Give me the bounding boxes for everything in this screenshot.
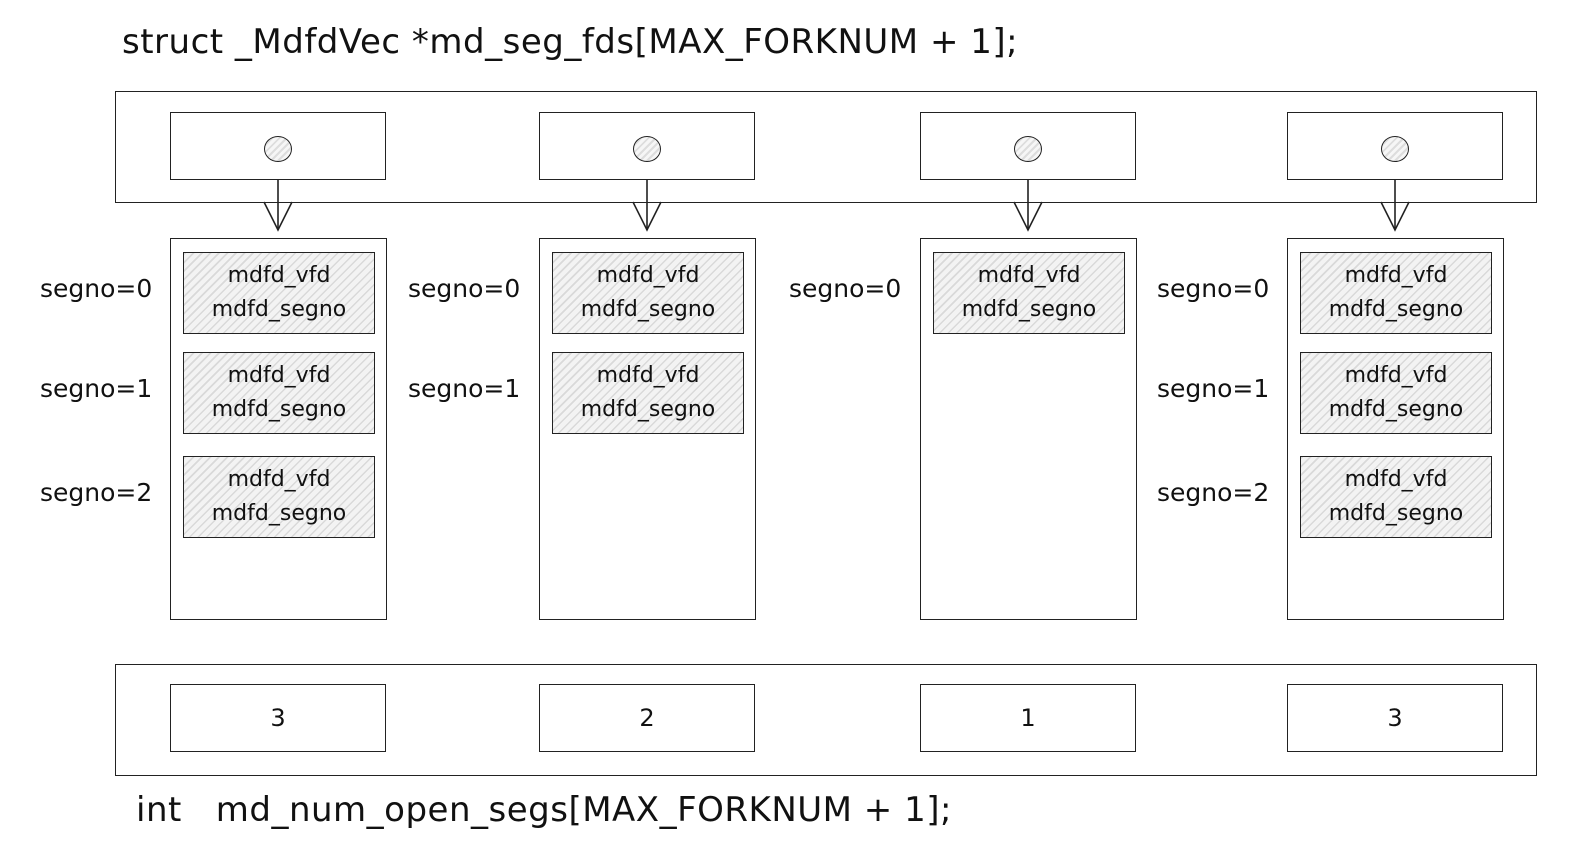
mdfd-segno-field: mdfd_segno [1328,501,1464,526]
mdfdvec-entry: mdfd_vfd mdfd_segno [552,252,744,334]
mdfd-vfd-field: mdfd_vfd [227,363,331,388]
mdfdvec-entry: mdfd_vfd mdfd_segno [1300,352,1492,434]
pointer-dot-icon [1014,136,1042,162]
mdfd-segno-field: mdfd_segno [580,297,716,322]
mdfd-segno-field: mdfd_segno [1328,297,1464,322]
segno-label: segno=0 [408,274,521,303]
num-open-segs-cell: 3 [1287,684,1503,752]
segno-label: segno=0 [40,274,153,303]
mdfdvec-entry: mdfd_vfd mdfd_segno [933,252,1125,334]
mdfdvec-entry: mdfd_vfd mdfd_segno [183,252,375,334]
mdfd-vfd-field: mdfd_vfd [977,263,1081,288]
pointer-dot-icon [1381,136,1409,162]
mdfdvec-entry: mdfd_vfd mdfd_segno [183,352,375,434]
mdfd-segno-field: mdfd_segno [211,297,347,322]
mdfd-vfd-field: mdfd_vfd [1344,467,1448,492]
mdfd-segno-field: mdfd_segno [211,397,347,422]
pointer-dot-icon [633,136,661,162]
mdfd-vfd-field: mdfd_vfd [227,467,331,492]
mdfd-vfd-field: mdfd_vfd [596,363,700,388]
mdfd-segno-field: mdfd_segno [961,297,1097,322]
mdfd-vfd-field: mdfd_vfd [1344,363,1448,388]
segno-label: segno=1 [1157,374,1270,403]
segno-label: segno=2 [1157,478,1270,507]
seg-fds-declaration: struct _MdfdVec *md_seg_fds[MAX_FORKNUM … [122,22,1019,62]
arrow-head-icon [263,201,293,232]
segno-label: segno=2 [40,478,153,507]
arrow-head-icon [632,201,662,232]
pointer-dot-icon [264,136,292,162]
mdfd-vfd-field: mdfd_vfd [227,263,331,288]
mdfdvec-entry: mdfd_vfd mdfd_segno [1300,456,1492,538]
num-open-segs-cell: 1 [920,684,1136,752]
mdfd-vfd-field: mdfd_vfd [1344,263,1448,288]
segno-label: segno=0 [1157,274,1270,303]
mdfd-segno-field: mdfd_segno [580,397,716,422]
mdfd-vfd-field: mdfd_vfd [596,263,700,288]
num-open-segs-cell: 2 [539,684,755,752]
num-open-segs-cell: 3 [170,684,386,752]
seg-fds-cell [920,112,1136,180]
mdfd-segno-field: mdfd_segno [211,501,347,526]
segno-label: segno=1 [40,374,153,403]
mdfd-segno-field: mdfd_segno [1328,397,1464,422]
mdfdvec-entry: mdfd_vfd mdfd_segno [552,352,744,434]
num-open-segs-declaration: int md_num_open_segs[MAX_FORKNUM + 1]; [136,790,952,830]
mdfdvec-entry: mdfd_vfd mdfd_segno [183,456,375,538]
segno-label: segno=1 [408,374,521,403]
arrow-head-icon [1013,201,1043,232]
mdfdvec-entry: mdfd_vfd mdfd_segno [1300,252,1492,334]
arrow-head-icon [1380,201,1410,232]
segno-label: segno=0 [789,274,902,303]
